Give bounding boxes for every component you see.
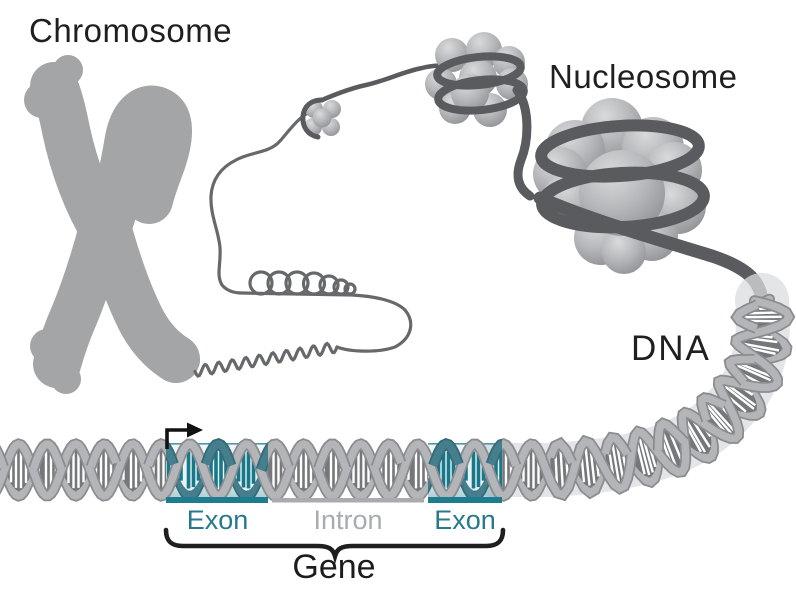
dna-label: DNA xyxy=(631,329,711,368)
intron-label: Intron xyxy=(313,505,383,535)
chromosome-label: Chromosome xyxy=(29,12,233,49)
intron-bar xyxy=(272,498,424,503)
dna-wrap-medium-top xyxy=(433,52,525,90)
nucleosome-label: Nucleosome xyxy=(549,58,738,95)
chromosome-illustration xyxy=(24,55,200,394)
exon-bar-right xyxy=(428,497,502,503)
chromatin-fiber xyxy=(193,111,413,378)
fiber-s-curve xyxy=(209,111,413,353)
exon-bar-left xyxy=(166,497,268,503)
gene-brace xyxy=(163,527,506,565)
nucleosome-large xyxy=(533,98,769,309)
fiber-supercoil xyxy=(248,270,357,296)
transcription-start-arrow xyxy=(165,422,203,449)
exon-label-right: Exon xyxy=(434,505,496,535)
dna-wrap-medium-bottom xyxy=(434,75,528,115)
exon-label-left: Exon xyxy=(186,505,249,535)
fiber-zigzag xyxy=(193,341,339,378)
dna-wrap-small xyxy=(300,97,325,140)
chromosome-lumps xyxy=(24,55,200,394)
linker-strand-lower xyxy=(512,85,535,201)
gene-label: Gene xyxy=(292,548,376,586)
nucleosome-medium xyxy=(425,32,528,127)
nucleosome-small xyxy=(300,97,341,140)
linker-strand-upper xyxy=(319,63,449,103)
